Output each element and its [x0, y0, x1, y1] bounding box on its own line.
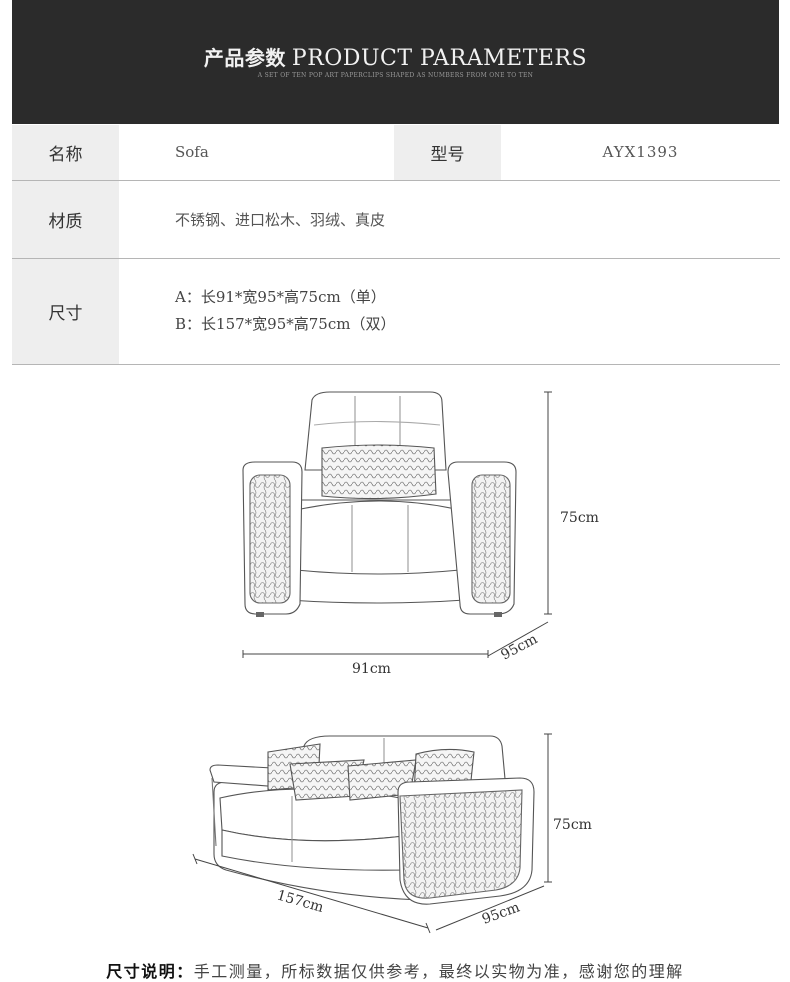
- double-sofa-drawing: [209, 735, 535, 905]
- size-value: A：长91*宽95*高75cm（单） B：长157*宽95*高75cm（双）: [119, 258, 780, 365]
- single-sofa-width-label: 91cm: [352, 661, 391, 677]
- material-value: 不锈钢、进口松木、羽绒、真皮: [119, 180, 780, 259]
- name-label: 名称: [12, 125, 119, 181]
- material-label: 材质: [12, 180, 119, 259]
- parameters-table: 名称 Sofa 型号 AYX1393 材质 不锈钢、进口松木、羽绒、真皮 尺寸 …: [12, 125, 780, 365]
- footer-label: 尺寸说明：: [106, 962, 194, 981]
- name-value: Sofa: [119, 125, 394, 181]
- banner-subtitle: A SET OF TEN POP ART PAPERCLIPS SHAPED A…: [257, 72, 534, 79]
- banner-title-en: PRODUCT PARAMETERS: [291, 46, 588, 71]
- single-sofa-drawing: [242, 391, 517, 617]
- model-value: AYX1393: [501, 125, 780, 181]
- footer-note: 尺寸说明：手工测量，所标数据仅供参考，最终以实物为准，感谢您的理解: [0, 958, 790, 982]
- single-sofa-depth-label: 95cm: [498, 631, 540, 663]
- table-row-name: 名称 Sofa 型号 AYX1393: [12, 125, 780, 181]
- single-sofa-height-label: 75cm: [560, 510, 599, 526]
- size-line-b: B：长157*宽95*高75cm（双）: [175, 315, 396, 333]
- banner-title-zh: 产品参数: [203, 46, 286, 70]
- model-label: 型号: [394, 125, 501, 181]
- table-row-material: 材质 不锈钢、进口松木、羽绒、真皮: [12, 180, 780, 259]
- double-sofa-width-label: 157cm: [275, 887, 325, 916]
- sofa-dimension-drawings: 75cm 91cm 95cm 75cm 157cm 95cm: [192, 391, 599, 934]
- footer-text: 手工测量，所标数据仅供参考，最终以实物为准，感谢您的理解: [193, 962, 684, 981]
- table-row-size: 尺寸 A：长91*宽95*高75cm（单） B：长157*宽95*高75cm（双…: [12, 258, 780, 365]
- double-sofa-height-label: 75cm: [553, 817, 592, 833]
- size-line-a: A：长91*宽95*高75cm（单）: [175, 288, 386, 306]
- single-sofa-dimension-lines: [242, 391, 552, 658]
- double-sofa-dimension-lines: [192, 733, 552, 934]
- size-label: 尺寸: [12, 258, 119, 365]
